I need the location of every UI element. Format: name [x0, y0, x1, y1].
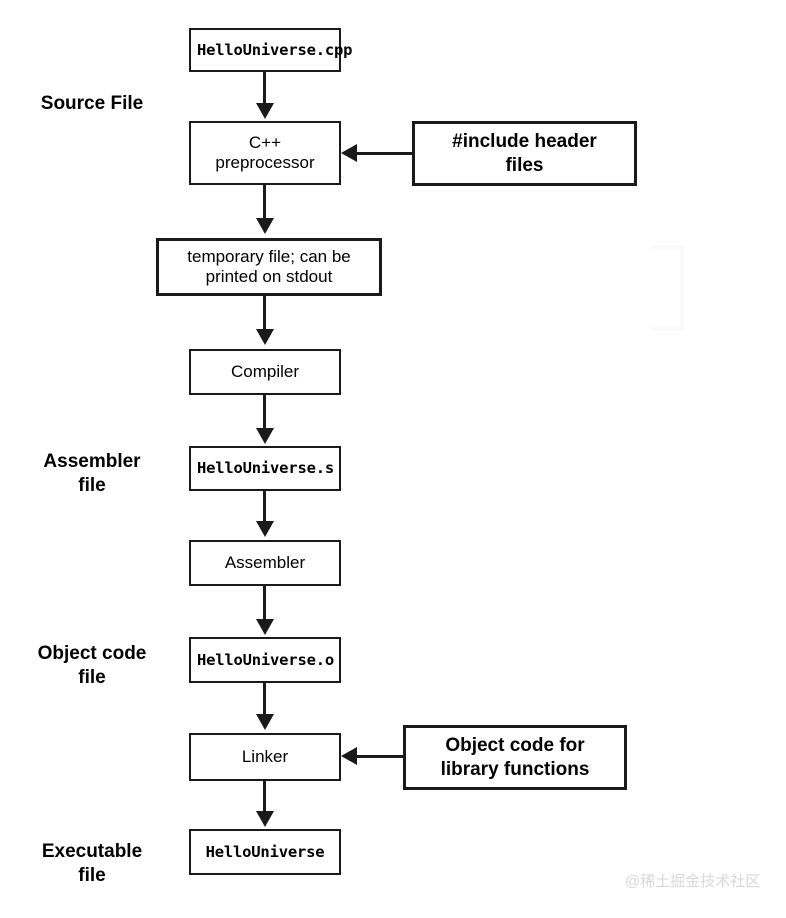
stage-label-executable-file: Executable file: [22, 840, 162, 889]
edge-asmfile-to-assembler-arrowhead: [256, 521, 274, 537]
edge-linker-to-executable-line: [263, 781, 266, 814]
stage-label-source-file: Source File: [22, 92, 162, 116]
node-source-file[interactable]: HelloUniverse.cpp: [189, 28, 353, 72]
edge-objfile-to-linker-line: [263, 683, 266, 717]
edge-source-to-preprocessor-line: [263, 72, 266, 106]
edge-include-to-preprocessor-line: [357, 152, 414, 155]
node-assembler[interactable]: Assembler: [189, 540, 341, 586]
edge-assembler-to-objfile-line: [263, 586, 266, 622]
stage-label-line1: Source File: [40, 93, 144, 114]
edge-preprocessor-to-tempfile-line: [263, 185, 266, 221]
stage-label-line1: Executable: [41, 841, 143, 862]
site-watermark: @稀土掘金技术社区: [625, 873, 761, 890]
edge-library-to-linker-line: [357, 755, 405, 758]
stage-label-assembler-file: Assembler file: [22, 450, 162, 499]
node-object-file[interactable]: HelloUniverse.o: [189, 637, 341, 683]
node-temporary-file[interactable]: temporary file; can be printed on stdout: [156, 238, 382, 296]
node-label: Object code for library functions: [440, 734, 590, 780]
node-executable-file[interactable]: HelloUniverse: [189, 829, 341, 875]
background-watermark-shape: [652, 245, 684, 331]
edge-asmfile-to-assembler-line: [263, 491, 266, 524]
edge-compiler-to-asmfile-arrowhead: [256, 428, 274, 444]
edge-compiler-to-asmfile-line: [263, 395, 266, 431]
node-label: C++ preprocessor: [215, 132, 315, 172]
node-label: temporary file; can be printed on stdout: [187, 246, 351, 286]
edge-source-to-preprocessor-arrowhead: [256, 103, 274, 119]
node-label: HelloUniverse.cpp: [197, 40, 353, 59]
stage-label-line2: file: [78, 865, 106, 887]
node-label: #include header files: [452, 130, 597, 176]
edge-objfile-to-linker-arrowhead: [256, 714, 274, 730]
edge-assembler-to-objfile-arrowhead: [256, 619, 274, 635]
node-label: HelloUniverse: [205, 842, 325, 861]
edge-include-to-preprocessor-arrowhead: [341, 144, 357, 162]
node-label: Linker: [241, 746, 289, 766]
node-label: Compiler: [230, 361, 300, 381]
node-library-object-code[interactable]: Object code for library functions: [403, 725, 627, 790]
edge-preprocessor-to-tempfile-arrowhead: [256, 218, 274, 234]
edge-tempfile-to-compiler-line: [263, 296, 266, 332]
node-label: HelloUniverse.o: [197, 650, 334, 669]
stage-label-line2: file: [78, 475, 106, 497]
node-label: HelloUniverse.s: [197, 459, 334, 478]
node-include-header-files[interactable]: #include header files: [412, 121, 637, 186]
node-assembler-file[interactable]: HelloUniverse.s: [189, 446, 341, 491]
node-label: Assembler: [224, 552, 306, 572]
edge-linker-to-executable-arrowhead: [256, 811, 274, 827]
stage-label-line2: file: [78, 667, 106, 689]
node-compiler[interactable]: Compiler: [189, 349, 341, 395]
stage-label-object-code-file: Object code file: [22, 642, 162, 691]
node-linker[interactable]: Linker: [189, 733, 341, 781]
stage-label-line1: Object code: [37, 643, 147, 664]
edge-tempfile-to-compiler-arrowhead: [256, 329, 274, 345]
stage-label-line1: Assembler: [43, 451, 141, 472]
edge-library-to-linker-arrowhead: [341, 747, 357, 765]
node-preprocessor[interactable]: C++ preprocessor: [189, 121, 341, 185]
